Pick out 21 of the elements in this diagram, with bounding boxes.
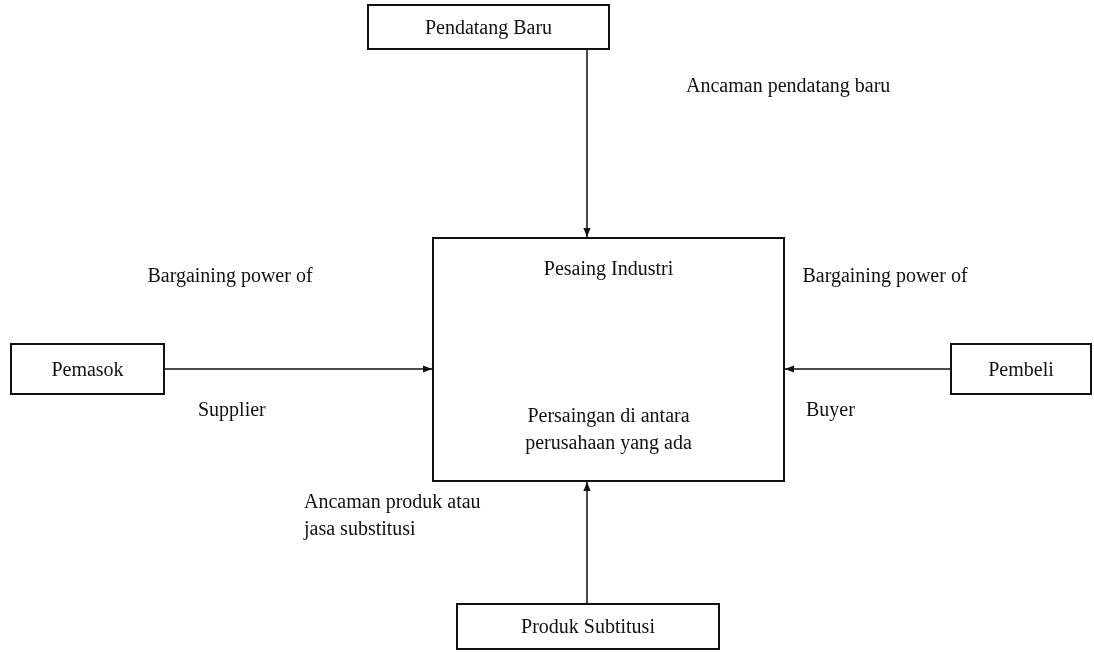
force-label: Bargaining power of (146, 263, 314, 289)
force-box (367, 4, 610, 50)
arrow (583, 481, 591, 604)
arrow (583, 49, 591, 238)
force-label: Supplier (198, 397, 267, 423)
box-title: Pesaing Industri (543, 256, 674, 282)
box-description: Persaingan di antara perusahaan yang ada (524, 403, 693, 456)
force-box (950, 343, 1092, 395)
force-label: Ancaman produk atau jasa substitusi (304, 489, 482, 542)
box-title: Pemasok (51, 356, 124, 382)
force-label: Bargaining power of (801, 263, 969, 289)
industry-box (432, 237, 785, 482)
box-title: Pembeli (988, 356, 1054, 382)
arrow (164, 365, 433, 373)
arrow (784, 365, 951, 373)
box-title: Produk Subtitusi (521, 614, 655, 639)
force-box (10, 343, 165, 395)
force-label: Buyer (806, 397, 856, 423)
force-label: Ancaman pendatang baru (686, 73, 892, 99)
force-box (456, 603, 720, 650)
box-title: Pendatang Baru (424, 14, 553, 41)
